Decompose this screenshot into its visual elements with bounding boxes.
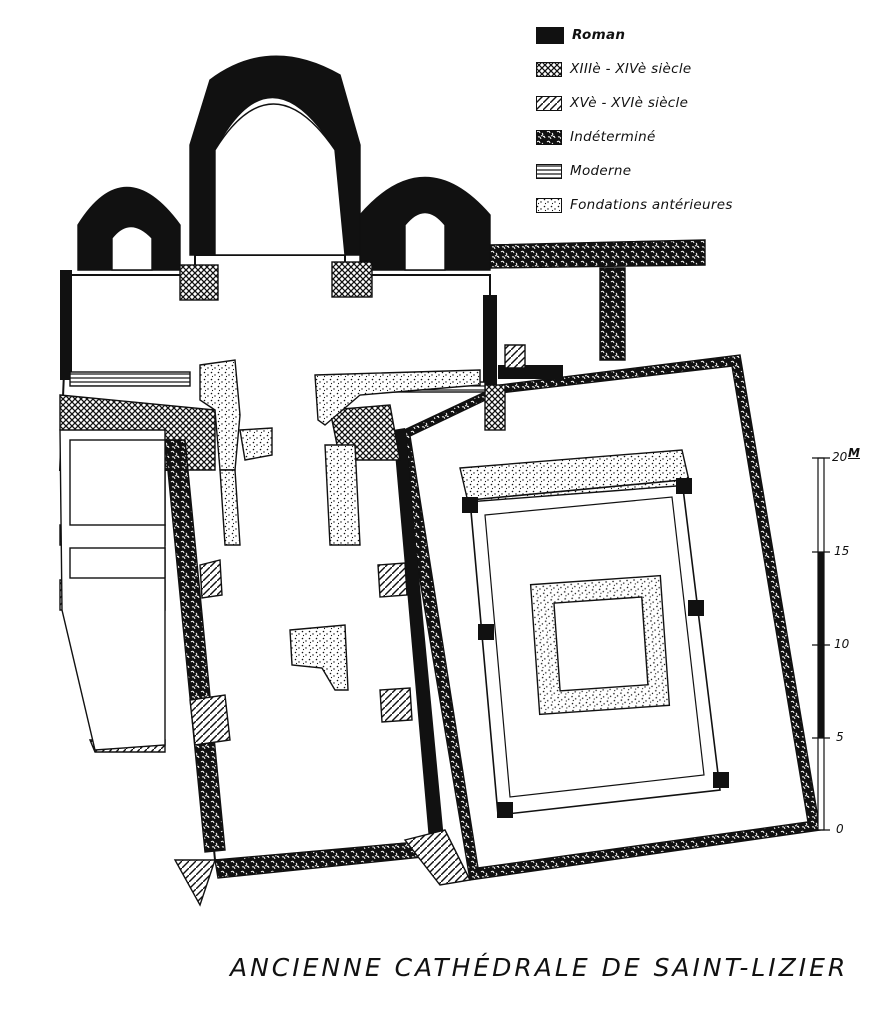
- south-apsidiole-inner: [404, 211, 446, 271]
- cloister-gallery: [469, 479, 721, 816]
- legend-swatch-horizontal: [536, 163, 562, 179]
- scale-tick-5: 5: [836, 730, 844, 744]
- scale-bar: [812, 457, 830, 831]
- legend-item-roman: Roman: [536, 18, 786, 52]
- east-rubble-band: [489, 239, 706, 269]
- legend-swatch-roman: [536, 26, 564, 44]
- scale-unit: M: [848, 446, 860, 460]
- legend-item-xiii-xiv: XIIIè - XIVè siècle: [536, 52, 786, 86]
- north-apsidiole-inner: [111, 225, 153, 271]
- main-apse-inner: [214, 103, 346, 256]
- legend-label: Indéterminé: [570, 129, 656, 145]
- south-transept-pier: [331, 261, 373, 298]
- scale-tick-20: 20: [832, 450, 848, 464]
- cloister-west-wall-roman: [393, 428, 445, 852]
- nave-foundation-center: [289, 624, 349, 691]
- legend-label: Fondations antérieures: [570, 197, 733, 213]
- north-wall-roman: [60, 270, 72, 380]
- north-transept-pier: [179, 264, 219, 301]
- legend-item-moderne: Moderne: [536, 154, 786, 188]
- legend-swatch-diagonal: [536, 95, 562, 111]
- west-buttress: [173, 859, 216, 907]
- legend-swatch-crosshatch: [536, 61, 562, 77]
- legend-swatch-stipple: [536, 197, 562, 213]
- scale-tick-10: 10: [834, 637, 850, 651]
- legend-label: Moderne: [570, 163, 632, 179]
- south-nave-wall-roman: [483, 295, 497, 385]
- nave-foundation-south: [314, 369, 481, 426]
- legend-label: Roman: [572, 27, 626, 43]
- legend-item-indetermine: Indéterminé: [536, 120, 786, 154]
- cloister-gallery-inner: [484, 496, 705, 798]
- legend-swatch-rubble: [536, 129, 562, 145]
- plan-title: ANCIENNE CATHÉDRALE DE SAINT-LIZIER: [230, 953, 849, 982]
- legend: Roman XIIIè - XIVè siècle XVè - XVIè siè…: [536, 18, 786, 222]
- scale-tick-15: 15: [834, 544, 850, 558]
- legend-label: XIIIè - XIVè siècle: [570, 61, 692, 77]
- scale-tick-0: 0: [836, 822, 844, 836]
- legend-item-xv-xvi: XVè - XVIè siècle: [536, 86, 786, 120]
- legend-item-fondations: Fondations antérieures: [536, 188, 786, 222]
- north-modern-strip: [69, 371, 191, 387]
- cloister-center-court: [553, 596, 649, 692]
- legend-label: XVè - XVIè siècle: [570, 95, 689, 111]
